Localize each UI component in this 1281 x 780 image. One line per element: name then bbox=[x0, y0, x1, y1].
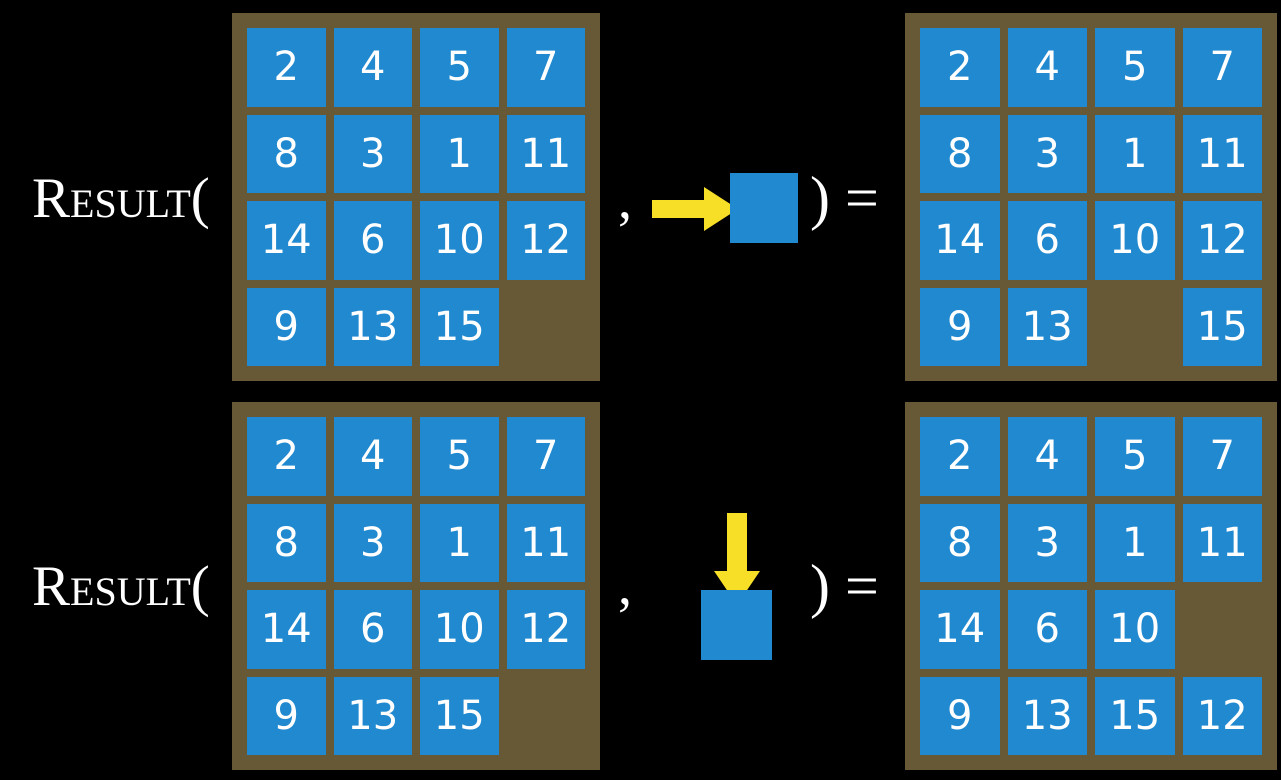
tile[interactable]: 10 bbox=[1095, 201, 1175, 280]
tile[interactable]: 8 bbox=[247, 114, 326, 193]
tile[interactable]: 14 bbox=[920, 201, 1000, 280]
tile[interactable]: 7 bbox=[1182, 417, 1262, 496]
tile[interactable]: 14 bbox=[247, 590, 326, 669]
tile[interactable]: 9 bbox=[247, 287, 326, 366]
tile[interactable]: 1 bbox=[1095, 503, 1175, 582]
tile[interactable]: 1 bbox=[1095, 114, 1175, 193]
tile[interactable]: 5 bbox=[420, 417, 499, 496]
tile[interactable]: 13 bbox=[333, 287, 412, 366]
tile[interactable]: 4 bbox=[1007, 417, 1087, 496]
tile[interactable]: 1 bbox=[420, 114, 499, 193]
closing-equals-row-1: ) = bbox=[810, 165, 879, 231]
moving-blank-tile-row-1 bbox=[730, 173, 798, 243]
result-function-label-row-2: Result( bbox=[32, 555, 210, 618]
argument-separator-row-1: , bbox=[618, 169, 632, 231]
moving-blank-tile-row-2 bbox=[701, 590, 772, 660]
tile[interactable]: 2 bbox=[247, 417, 326, 496]
tile[interactable]: 11 bbox=[1182, 503, 1262, 582]
tile[interactable]: 15 bbox=[1182, 287, 1262, 366]
tile[interactable]: 12 bbox=[506, 590, 585, 669]
tile[interactable]: 4 bbox=[1007, 28, 1087, 107]
tile[interactable]: 2 bbox=[920, 28, 1000, 107]
tile[interactable]: 7 bbox=[1182, 28, 1262, 107]
tile[interactable]: 6 bbox=[333, 590, 412, 669]
tile[interactable]: 9 bbox=[920, 287, 1000, 366]
tile[interactable]: 11 bbox=[1182, 114, 1262, 193]
tile[interactable]: 9 bbox=[247, 676, 326, 755]
tile[interactable]: 11 bbox=[506, 114, 585, 193]
tile[interactable]: 6 bbox=[1007, 201, 1087, 280]
tile[interactable]: 11 bbox=[506, 503, 585, 582]
tile[interactable]: 3 bbox=[1007, 114, 1087, 193]
empty-slot[interactable] bbox=[507, 677, 586, 756]
arrow-right-icon bbox=[652, 187, 738, 231]
argument-separator-row-2: , bbox=[618, 555, 632, 617]
tile[interactable]: 15 bbox=[1095, 676, 1175, 755]
tile[interactable]: 6 bbox=[1007, 590, 1087, 669]
tile[interactable]: 14 bbox=[247, 201, 326, 280]
closing-equals-row-2: ) = bbox=[810, 553, 879, 619]
tile[interactable]: 10 bbox=[1095, 590, 1175, 669]
tile[interactable]: 15 bbox=[420, 287, 499, 366]
output-board-row-1[interactable]: 2 4 5 7 8 3 1 11 14 6 10 12 9 13 15 bbox=[905, 13, 1277, 381]
empty-slot[interactable] bbox=[1183, 590, 1263, 669]
tile[interactable]: 4 bbox=[333, 28, 412, 107]
tile[interactable]: 8 bbox=[920, 503, 1000, 582]
tile[interactable]: 5 bbox=[1095, 417, 1175, 496]
tile[interactable]: 7 bbox=[506, 28, 585, 107]
tile[interactable]: 2 bbox=[247, 28, 326, 107]
tile[interactable]: 1 bbox=[420, 503, 499, 582]
tile[interactable]: 8 bbox=[920, 114, 1000, 193]
tile[interactable]: 5 bbox=[1095, 28, 1175, 107]
tile[interactable]: 3 bbox=[333, 114, 412, 193]
tile[interactable]: 13 bbox=[333, 676, 412, 755]
tile[interactable]: 12 bbox=[1182, 676, 1262, 755]
output-board-row-2[interactable]: 2 4 5 7 8 3 1 11 14 6 10 9 13 15 12 bbox=[905, 402, 1277, 770]
tile[interactable]: 13 bbox=[1007, 287, 1087, 366]
tile[interactable]: 3 bbox=[1007, 503, 1087, 582]
result-function-label-row-1: Result( bbox=[32, 167, 210, 230]
tile[interactable]: 7 bbox=[506, 417, 585, 496]
arrow-down-icon bbox=[714, 513, 760, 605]
tile[interactable]: 12 bbox=[506, 201, 585, 280]
tile[interactable]: 12 bbox=[1182, 201, 1262, 280]
tile[interactable]: 13 bbox=[1007, 676, 1087, 755]
tile[interactable]: 14 bbox=[920, 590, 1000, 669]
tile[interactable]: 6 bbox=[333, 201, 412, 280]
tile[interactable]: 10 bbox=[420, 201, 499, 280]
tile[interactable]: 8 bbox=[247, 503, 326, 582]
tile[interactable]: 4 bbox=[333, 417, 412, 496]
tile[interactable]: 15 bbox=[420, 676, 499, 755]
tile[interactable]: 10 bbox=[420, 590, 499, 669]
input-board-row-1[interactable]: 2 4 5 7 8 3 1 11 14 6 10 12 9 13 15 bbox=[232, 13, 600, 381]
empty-slot[interactable] bbox=[507, 288, 586, 367]
tile[interactable]: 3 bbox=[333, 503, 412, 582]
tile[interactable]: 9 bbox=[920, 676, 1000, 755]
tile[interactable]: 5 bbox=[420, 28, 499, 107]
tile[interactable]: 2 bbox=[920, 417, 1000, 496]
empty-slot[interactable] bbox=[1095, 288, 1175, 367]
input-board-row-2[interactable]: 2 4 5 7 8 3 1 11 14 6 10 12 9 13 15 bbox=[232, 402, 600, 770]
